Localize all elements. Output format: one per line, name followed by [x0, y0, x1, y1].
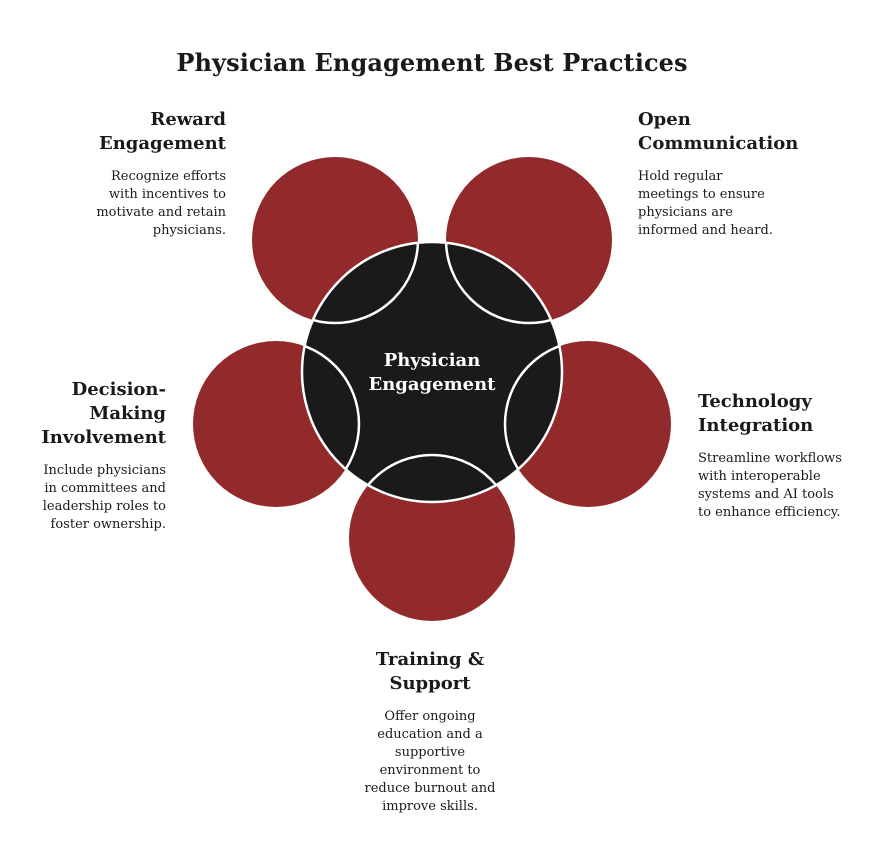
item-description: Recognize efforts with incentives to mot… — [96, 169, 226, 238]
item-title: Open Communication — [638, 109, 799, 154]
item-decision-making-involvement: Decision- Making Involvement Include phy… — [0, 378, 166, 534]
item-technology-integration: Technology Integration Streamline workfl… — [698, 390, 868, 522]
item-description: Include physicians in committees and lea… — [42, 463, 166, 532]
center-label-line2: Engagement — [369, 374, 497, 395]
center-hub-outline — [300, 240, 564, 504]
petal-overlap-outlines — [302, 242, 562, 502]
item-reward-engagement: Reward Engagement Recognize efforts with… — [6, 108, 226, 240]
item-description: Streamline workflows with interoperable … — [698, 451, 842, 520]
item-training-support: Training & Support Offer ongoing educati… — [330, 648, 530, 816]
item-description: Offer ongoing education and a supportive… — [364, 709, 496, 814]
center-label-line1: Physician — [384, 350, 481, 371]
item-open-communication: Open Communication Hold regular meetings… — [638, 108, 858, 240]
item-title: Technology Integration — [698, 391, 814, 436]
center-hub — [302, 242, 562, 502]
item-description: Hold regular meetings to ensure physicia… — [638, 169, 773, 238]
diagram-title: Physician Engagement Best Practices — [176, 48, 688, 77]
item-title: Decision- Making Involvement — [41, 379, 166, 448]
item-title: Training & Support — [375, 649, 485, 694]
item-title: Reward Engagement — [99, 109, 226, 154]
